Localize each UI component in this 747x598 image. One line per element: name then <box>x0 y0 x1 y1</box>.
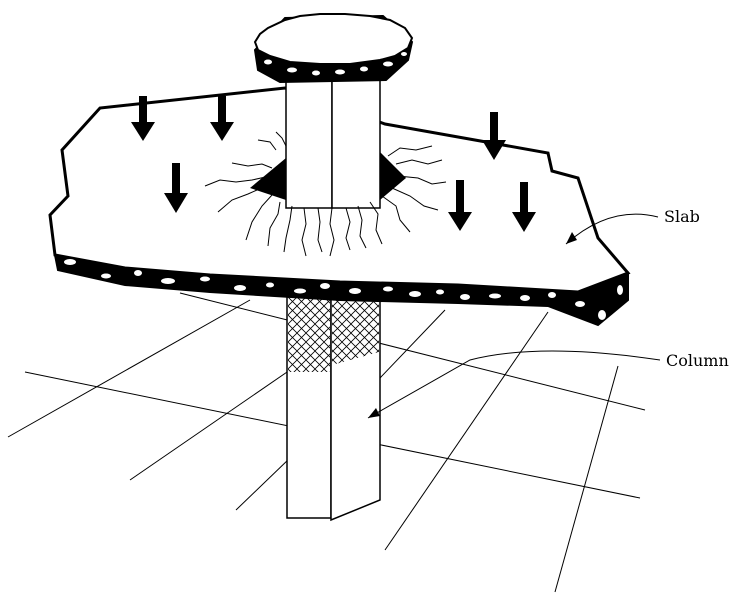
slab-label: Slab <box>664 207 700 226</box>
load-arrow-icon <box>482 112 506 160</box>
crack-pattern <box>204 131 447 257</box>
load-arrow-icon <box>210 96 234 141</box>
load-arrow-icon <box>512 182 536 232</box>
load-arrow-icon <box>131 96 155 141</box>
column-cut-top <box>253 13 414 84</box>
column-callout: Column <box>367 350 729 419</box>
aggregate-specks <box>64 259 623 320</box>
load-arrow-icon <box>164 163 188 213</box>
column-label: Column <box>666 351 729 370</box>
load-arrow-icon <box>448 180 472 231</box>
slab-edge <box>53 253 629 327</box>
upper-column <box>285 71 381 209</box>
slab-callout: Slab <box>565 207 700 245</box>
load-arrows <box>131 96 536 232</box>
lower-column <box>286 281 381 522</box>
